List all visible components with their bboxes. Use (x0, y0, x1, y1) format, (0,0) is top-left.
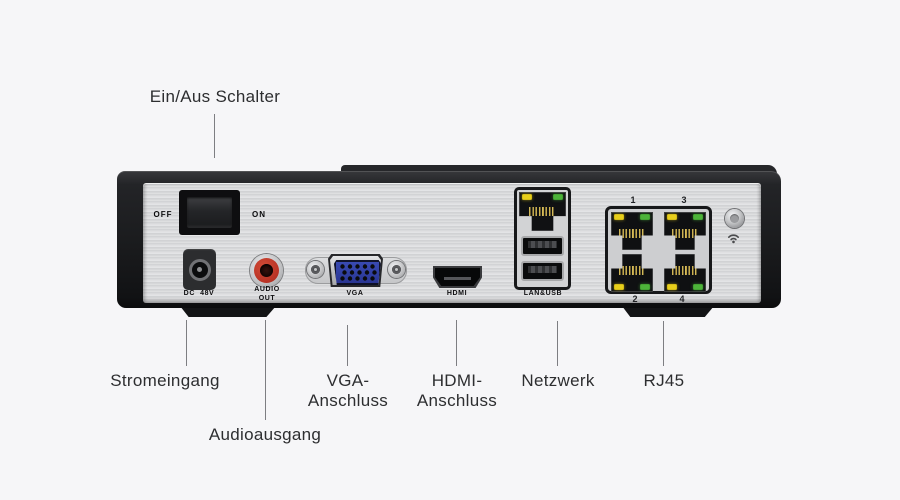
poe4-pins (672, 266, 698, 275)
poe-port-3 (664, 212, 706, 250)
callout-hdmi-line (456, 320, 457, 366)
poe-port-block (605, 206, 712, 294)
audio-out-rca-jack (250, 254, 283, 287)
callout-vga-label: VGA- Anschluss (307, 371, 389, 410)
rca-red-ring (254, 258, 279, 283)
dc-power-jack (183, 249, 216, 290)
hdmi-slot (435, 268, 480, 286)
poe3-led-yellow (667, 214, 677, 220)
lan-led-yellow (522, 194, 532, 200)
metal-rear-panel: OFF ON DC 48V AUDIO OUT (143, 183, 761, 304)
vga-dsub-insert (334, 260, 381, 285)
poe1-pins (619, 229, 645, 238)
power-switch (179, 190, 240, 235)
poe1-led-green (640, 214, 650, 220)
poe3-pins (672, 229, 698, 238)
callout-power-input-line (186, 320, 187, 366)
usb-port-2 (521, 261, 564, 281)
poe2-led-green (640, 284, 650, 290)
poe-port-number-1: 1 (630, 195, 636, 205)
poe-port-number-4: 4 (679, 294, 685, 304)
hdmi-label: HDMI (446, 290, 468, 297)
poe-port-4 (664, 254, 706, 292)
callout-rj45-line (663, 321, 664, 366)
callout-audio-output-line (265, 320, 266, 420)
poe-port-1 (611, 212, 653, 250)
dc-jack-pin (197, 267, 202, 272)
lan-led-green (553, 194, 563, 200)
antenna-connector (725, 209, 744, 228)
callout-power-switch-label: Ein/Aus Schalter (149, 87, 281, 106)
lan-ethernet-port (519, 192, 566, 231)
callout-audio-output-label: Audioausgang (208, 425, 322, 444)
poe-port-2 (611, 254, 653, 292)
callout-vga-line (347, 325, 348, 366)
vga-dsub-shell (330, 256, 381, 285)
dc-jack-barrel (188, 258, 211, 281)
poe1-led-yellow (614, 214, 624, 220)
hdmi-contacts (444, 277, 471, 280)
audio-out-label: AUDIO OUT (254, 286, 280, 302)
lan-port-pins (529, 207, 555, 216)
power-switch-rocker (187, 197, 232, 228)
lan-usb-label: LAN&USB (523, 290, 563, 297)
callout-power-input-label: Stromeingang (110, 371, 220, 390)
poe2-pins (619, 266, 645, 275)
callout-rj45-label: RJ45 (643, 371, 685, 390)
poe-port-number-3: 3 (681, 195, 687, 205)
callout-network-label: Netzwerk (521, 371, 595, 390)
rca-center-hole (260, 264, 273, 277)
usb-port-1 (521, 236, 564, 256)
vga-screw-right (388, 261, 405, 278)
wifi-icon (728, 234, 739, 244)
lan-usb-module (514, 187, 571, 290)
switch-off-label: OFF (153, 210, 173, 219)
hdmi-port (433, 266, 482, 288)
vga-label: VGA (346, 290, 364, 297)
callout-hdmi-label: HDMI- Anschluss (416, 371, 498, 410)
poe4-led-yellow (667, 284, 677, 290)
callout-network-line (557, 321, 558, 366)
vga-pins (340, 264, 377, 281)
device-foot-right (622, 306, 714, 317)
dc-jack-label: DC 48V (183, 290, 215, 297)
poe2-led-yellow (614, 284, 624, 290)
usb-tongue (528, 266, 557, 273)
vga-screw-left (307, 261, 324, 278)
poe-port-number-2: 2 (632, 294, 638, 304)
device-foot-left (180, 306, 276, 317)
callout-power-switch-line (214, 114, 215, 158)
vga-connector (328, 254, 383, 287)
usb-tongue (528, 241, 557, 248)
nvr-device-body: OFF ON DC 48V AUDIO OUT (117, 171, 781, 308)
poe4-led-green (693, 284, 703, 290)
switch-on-label: ON (252, 210, 266, 219)
poe3-led-green (693, 214, 703, 220)
